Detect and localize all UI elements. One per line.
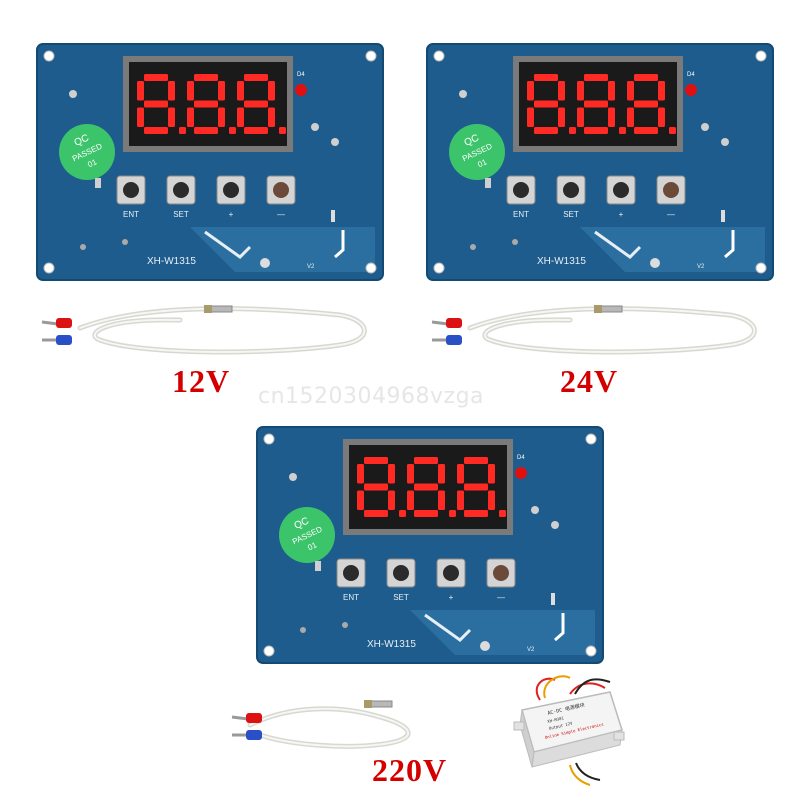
svg-text:D4: D4: [517, 455, 525, 461]
version-label: V2: [697, 264, 705, 270]
board-button-2[interactable]: +: [216, 175, 246, 219]
ac-dc-power-module: AC-DC 电源模块 XH-M301 Output 12V Online Sim…: [510, 670, 630, 788]
version-label: V2: [527, 647, 535, 653]
seven-segment-display: [343, 439, 513, 535]
board-button-1[interactable]: SET: [166, 175, 196, 219]
svg-text:D4: D4: [297, 72, 305, 78]
button-label: —: [277, 210, 285, 219]
svg-text:D4: D4: [687, 72, 695, 78]
led-indicator: D4: [685, 72, 697, 96]
board-button-2[interactable]: +: [606, 175, 636, 219]
led-indicator: D4: [515, 455, 527, 479]
seven-segment-display: [513, 56, 683, 152]
button-label: SET: [393, 593, 409, 602]
led-indicator: D4: [295, 72, 307, 96]
button-label: SET: [173, 210, 189, 219]
pcb: D4 QC PASSED 01 ENT: [256, 426, 604, 664]
thermostat-board-24v: D4 QC PASSED 01 ENT: [425, 42, 775, 282]
probe-image: [431, 305, 757, 355]
probe-image: [41, 305, 367, 355]
version-label: V2: [307, 264, 315, 270]
model-label: XH-W1315: [537, 256, 586, 267]
probe-image: [231, 700, 411, 749]
button-label: ENT: [343, 593, 359, 602]
temperature-probe-12v: [40, 300, 380, 360]
temperature-probe-24v: [430, 300, 770, 360]
power-module-line2: XH-M301: [547, 715, 565, 724]
board-button-0[interactable]: ENT: [116, 175, 146, 219]
button-label: +: [229, 210, 234, 219]
button-label: ENT: [513, 210, 529, 219]
svg-text:01: 01: [86, 157, 98, 169]
qc-passed-sticker: QC PASSED 01: [279, 507, 335, 563]
model-label: XH-W1315: [147, 256, 196, 267]
power-module-image: AC-DC 电源模块 XH-M301 Output 12V Online Sim…: [513, 675, 625, 786]
voltage-label-220v: 220V: [372, 752, 448, 788]
board-button-2[interactable]: +: [436, 558, 466, 602]
seven-segment-display: [123, 56, 293, 152]
voltage-label-24v: 24V: [560, 363, 619, 399]
voltage-label-12v: 12V: [172, 363, 231, 399]
watermark-text: cn1520304968vzga: [258, 384, 485, 409]
board-button-1[interactable]: SET: [556, 175, 586, 219]
board-button-3[interactable]: —: [656, 175, 686, 219]
board-button-1[interactable]: SET: [386, 558, 416, 602]
qc-passed-sticker: QC PASSED 01: [59, 124, 115, 180]
pcb: D4 QC PASSED 01 ENT: [426, 43, 774, 281]
button-label: SET: [563, 210, 579, 219]
qc-passed-sticker: QC PASSED 01: [449, 124, 505, 180]
button-label: +: [449, 593, 454, 602]
pcb: D4 QC PASSED 01 ENT: [36, 43, 384, 281]
board-button-3[interactable]: —: [486, 558, 516, 602]
thermostat-board-12v: D4 QC PASSED 01 ENT: [35, 42, 385, 282]
button-label: +: [619, 210, 624, 219]
button-label: ENT: [123, 210, 139, 219]
power-module-line3: Output 12V: [548, 720, 573, 730]
board-button-0[interactable]: ENT: [336, 558, 366, 602]
thermostat-board-220v: D4 QC PASSED 01 ENT: [255, 425, 605, 665]
svg-text:01: 01: [306, 540, 318, 552]
svg-text:01: 01: [476, 157, 488, 169]
button-label: —: [497, 593, 505, 602]
model-label: XH-W1315: [367, 639, 416, 650]
button-label: —: [667, 210, 675, 219]
board-button-0[interactable]: ENT: [506, 175, 536, 219]
temperature-probe-220v: [230, 695, 430, 755]
board-button-3[interactable]: —: [266, 175, 296, 219]
